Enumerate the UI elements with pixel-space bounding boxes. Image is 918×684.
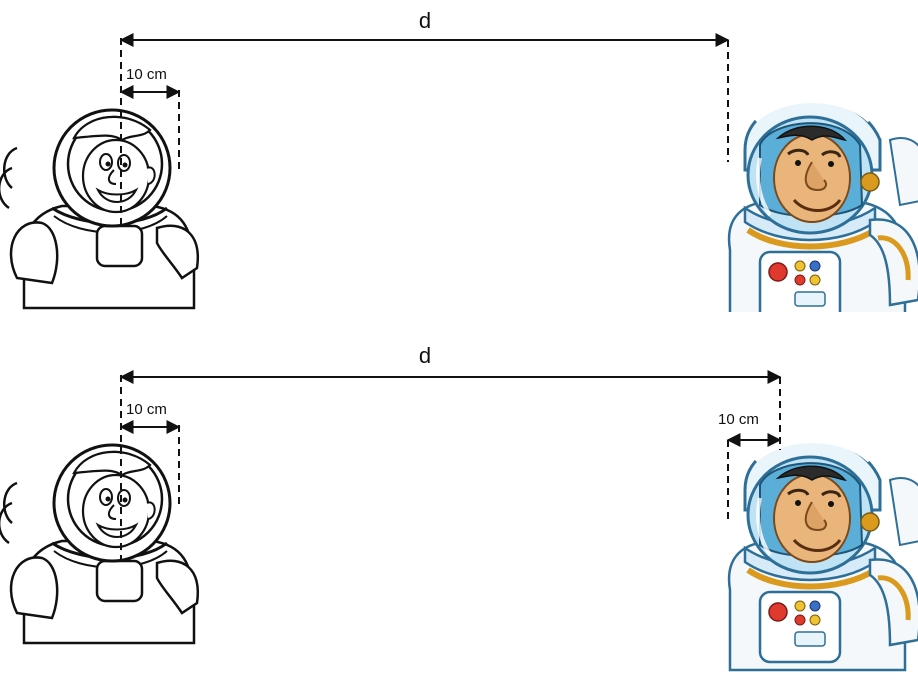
distance-label: d [419, 8, 431, 33]
left-width-label: 10 cm [126, 401, 167, 418]
right-width-label: 10 cm [718, 411, 759, 428]
outline-astronaut-icon [0, 443, 200, 645]
outline-astronaut-icon [0, 108, 200, 310]
colored-astronaut-icon [729, 100, 918, 330]
distance-label: d [419, 343, 431, 368]
bottom-panel: d 10 cm 10 cm [0, 343, 918, 670]
colored-astronaut-icon [729, 440, 918, 670]
top-panel: d 10 cm [0, 8, 918, 330]
left-width-label: 10 cm [126, 66, 167, 83]
